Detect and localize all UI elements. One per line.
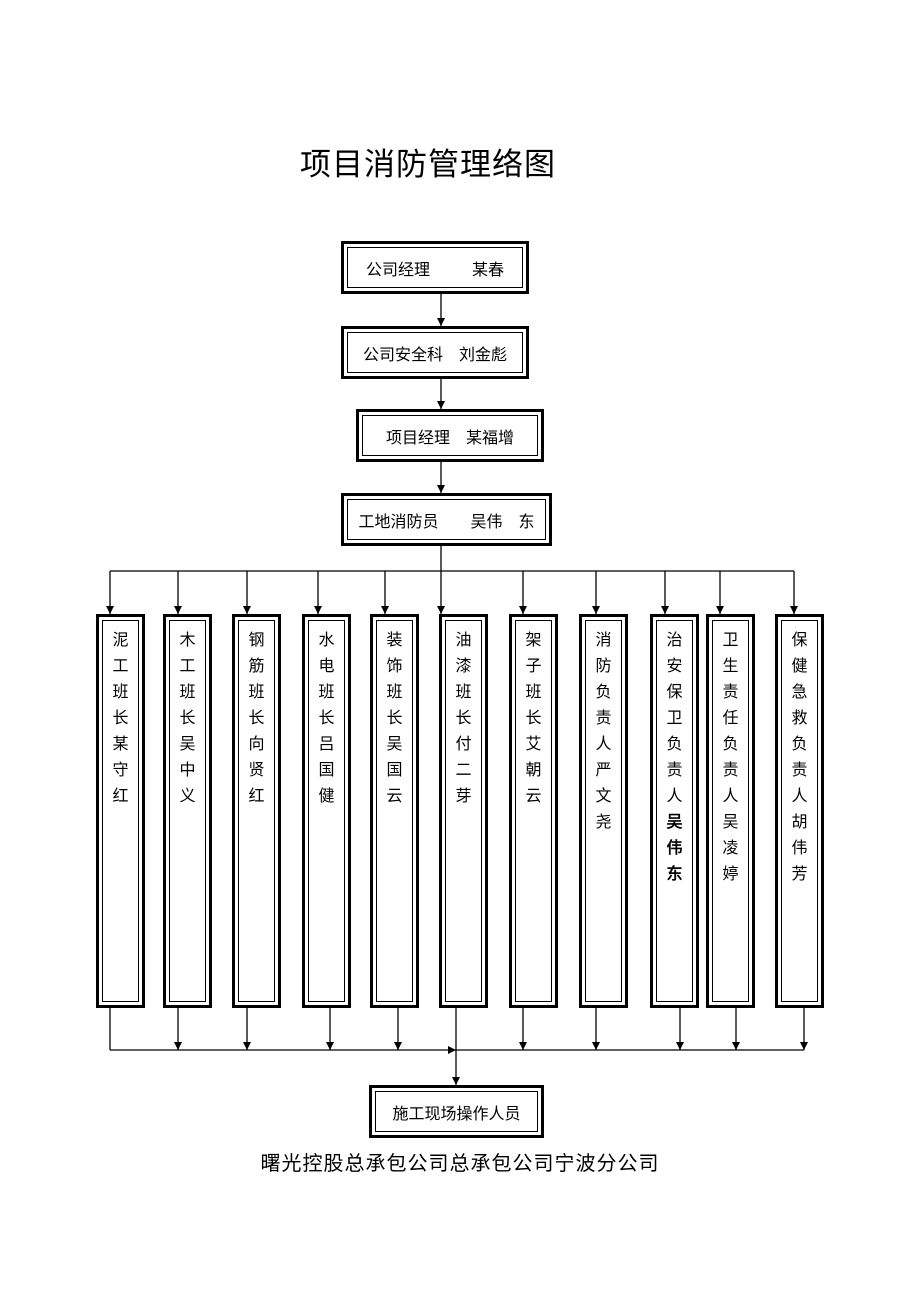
team-role: 油漆班长 [455,630,472,727]
team-name: 艾朝云 [525,734,542,805]
company-manager-role: 公司经理 [365,259,430,279]
team-label-fire-safety: 消防负责人严文尧 [582,627,625,835]
team-box-security: 治安保卫负责人吴伟东 [650,614,699,1008]
team-name: 吴伟东 [666,812,683,883]
company-manager-box: 公司经理 某春 [341,241,529,294]
company-manager-label: 公司经理 某春 [344,244,526,291]
arrowhead-down [592,1042,600,1050]
arrowhead-down [437,318,445,326]
team-name: 胡伟芳 [791,812,808,883]
diagram-title: 项目消防管理络图 [300,147,556,183]
team-name: 吴国云 [386,734,403,805]
team-label-carpenter: 木工班长吴中义 [166,627,209,809]
site-fire-officer-label: 工地消防员 吴伟 东 [344,496,549,543]
project-manager-name: 某福增 [466,427,515,447]
arrowhead-down [790,606,798,614]
team-box-carpenter: 木工班长吴中义 [163,614,212,1008]
site-fire-officer-name: 吴伟 东 [470,511,535,531]
safety-department-box: 公司安全科 刘金彪 [341,326,529,379]
safety-department-name: 刘金彪 [459,344,508,364]
team-name: 吴中义 [179,734,196,805]
team-name: 某守红 [112,734,129,805]
team-name: 严文尧 [595,760,612,831]
company-footer: 曙光控股总承包公司总承包公司宁波分公司 [260,1151,660,1175]
team-role: 水电班长 [318,630,335,727]
arrowhead-down [437,401,445,409]
arrowhead-down [314,606,322,614]
arrowhead-down [326,1042,334,1050]
team-role: 钢筋班长 [248,630,265,727]
team-role: 泥工班长 [112,630,129,727]
safety-department-role: 公司安全科 [362,344,443,364]
arrowhead-down [174,606,182,614]
company-manager-name: 某春 [472,259,505,279]
site-fire-officer-role: 工地消防员 [358,511,439,531]
team-role: 木工班长 [179,630,196,727]
arrowhead-down [394,1042,402,1050]
team-box-decoration: 装饰班长吴国云 [370,614,419,1008]
site-operators-label: 施工现场操作人员 [392,1103,521,1123]
team-label-mason: 泥工班长某守红 [99,627,142,809]
arrowhead-down [243,1042,251,1050]
team-label-first-aid: 保健急救负责人胡伟芳 [778,627,821,887]
team-role: 消防负责人 [595,630,612,753]
arrowhead-down [592,606,600,614]
safety-department-label: 公司安全科 刘金彪 [344,329,526,376]
arrowhead-down [519,606,527,614]
arrowhead-down [452,1077,460,1085]
team-box-painting: 油漆班长付二芽 [439,614,488,1008]
team-label-scaffolding: 架子班长艾朝云 [512,627,555,809]
arrowhead-down [437,485,445,493]
team-name: 付二芽 [455,734,472,805]
team-role: 卫生责任负责人 [722,630,739,805]
team-box-plumbing-electric: 水电班长吕国健 [302,614,351,1008]
team-box-fire-safety: 消防负责人严文尧 [579,614,628,1008]
arrowhead-down [800,1042,808,1050]
team-name: 吕国健 [318,734,335,805]
project-manager-role: 项目经理 [385,427,450,447]
arrowhead-down [519,1042,527,1050]
site-operators-box: 施工现场操作人员 [369,1085,544,1138]
site-fire-officer-box: 工地消防员 吴伟 东 [341,493,552,546]
arrowhead-down [174,1042,182,1050]
team-name: 向贤红 [248,734,265,805]
team-role: 治安保卫负责人 [666,630,683,805]
project-manager-label: 项目经理 某福增 [359,412,541,459]
team-label-plumbing-electric: 水电班长吕国健 [305,627,348,809]
team-label-decoration: 装饰班长吴国云 [373,627,416,809]
team-name: 吴凌婷 [722,812,739,883]
arrowhead-down [661,606,669,614]
team-label-painting: 油漆班长付二芽 [442,627,485,809]
team-box-mason: 泥工班长某守红 [96,614,145,1008]
team-label-rebar: 钢筋班长向贤红 [235,627,278,809]
team-role: 装饰班长 [386,630,403,727]
team-box-hygiene: 卫生责任负责人吴凌婷 [706,614,755,1008]
team-label-security: 治安保卫负责人吴伟东 [653,627,696,887]
team-label-hygiene: 卫生责任负责人吴凌婷 [709,627,752,887]
project-manager-box: 项目经理 某福增 [356,409,544,462]
arrowhead-down [676,1042,684,1050]
team-role: 保健急救负责人 [791,630,808,805]
arrowhead-down [716,606,724,614]
team-box-scaffolding: 架子班长艾朝云 [509,614,558,1008]
team-box-first-aid: 保健急救负责人胡伟芳 [775,614,824,1008]
arrowhead-down [106,606,114,614]
arrowhead-down [732,1042,740,1050]
arrowhead-down [437,606,445,614]
arrowhead-down [381,606,389,614]
team-box-rebar: 钢筋班长向贤红 [232,614,281,1008]
arrowhead-right [448,1046,456,1054]
arrowhead-down [243,606,251,614]
team-role: 架子班长 [525,630,542,727]
